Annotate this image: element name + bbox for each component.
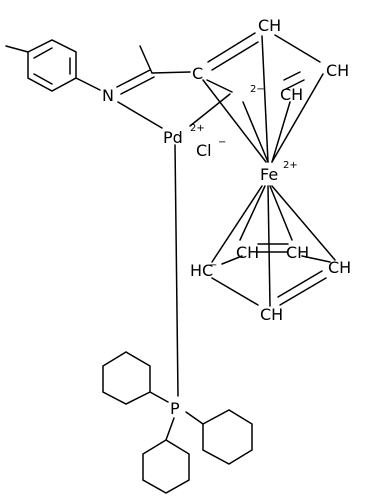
cp1-bond-a2 <box>211 41 259 71</box>
imine-cp-bond <box>151 71 191 74</box>
cp2-carbanion-charge: − <box>209 260 217 271</box>
p-cy1-bond <box>149 391 169 403</box>
nitrogen-label: N <box>102 86 114 105</box>
fe-cp2-4 <box>271 185 336 261</box>
fe-cp1-3 <box>271 73 324 163</box>
fe-cp2-3 <box>267 185 271 307</box>
cp2-ch-mid1-label: CH <box>236 243 259 262</box>
aryl-n-bond <box>75 77 101 91</box>
cp2-bond-c <box>301 255 331 263</box>
cp1-carbon-label: C <box>192 64 203 83</box>
p-cy2-bond <box>185 411 204 425</box>
cp1-bond-b <box>274 34 321 63</box>
fe-cp1-1 <box>202 79 267 163</box>
cp2-bond-e <box>279 277 327 306</box>
p-cy3-bond <box>165 417 175 441</box>
fe-cp2-1 <box>211 185 263 263</box>
cp2-bond-d <box>211 277 259 306</box>
cyclohexyl-ring-2 <box>202 409 253 465</box>
cp1-carbanion-charge: 2− <box>250 84 265 95</box>
iron-label: Fe <box>260 165 278 184</box>
chloride-label: Cl <box>196 141 212 160</box>
tolyl-double-3 <box>33 73 53 85</box>
cp1-ch-top-label: CH <box>258 16 281 35</box>
cyclohexyl-ring-3 <box>142 439 190 494</box>
cp2-ch-right-label: CH <box>328 258 351 277</box>
pd-p-bond <box>174 144 179 397</box>
n-pd-bond <box>117 101 163 129</box>
cp2-bond-e2 <box>277 270 323 298</box>
palladium-label: Pd <box>163 128 183 147</box>
palladium-charge: 2+ <box>190 123 205 134</box>
cp1-ch-right-label: CH <box>326 61 349 80</box>
imine-double-bond <box>116 69 151 88</box>
cp1-bond-a <box>207 32 256 63</box>
fe-cp2-5 <box>269 185 293 241</box>
fe-cp2-2 <box>239 185 266 241</box>
methyl-bond <box>5 45 29 53</box>
imine-double-bond-2 <box>120 76 155 95</box>
cp1-bond-d2 <box>283 71 301 81</box>
iron-charge: 2+ <box>283 160 298 171</box>
fe-cp1-2 <box>261 35 269 163</box>
phosphorus-label: P <box>170 399 180 418</box>
cp2-bond-a <box>221 255 243 265</box>
cp2-ch-mid2-label: CH <box>286 243 309 262</box>
imine-methyl-bond <box>139 45 153 74</box>
cp2-ch-bottom-label: CH <box>260 305 283 324</box>
c-pd-bond <box>189 93 231 127</box>
cp1-bond-d <box>285 79 305 90</box>
fe-cp1-5 <box>271 101 291 163</box>
chloride-charge: − <box>218 137 226 148</box>
fe-cp1-4 <box>242 101 269 163</box>
cp1-ch-mid-label: CH <box>280 85 303 104</box>
cp1-bond-c <box>206 79 233 93</box>
tolyl-double-1 <box>33 47 53 59</box>
cyclohexyl-ring-1 <box>102 351 151 405</box>
cp2-hc-left-label: HC <box>190 261 213 280</box>
